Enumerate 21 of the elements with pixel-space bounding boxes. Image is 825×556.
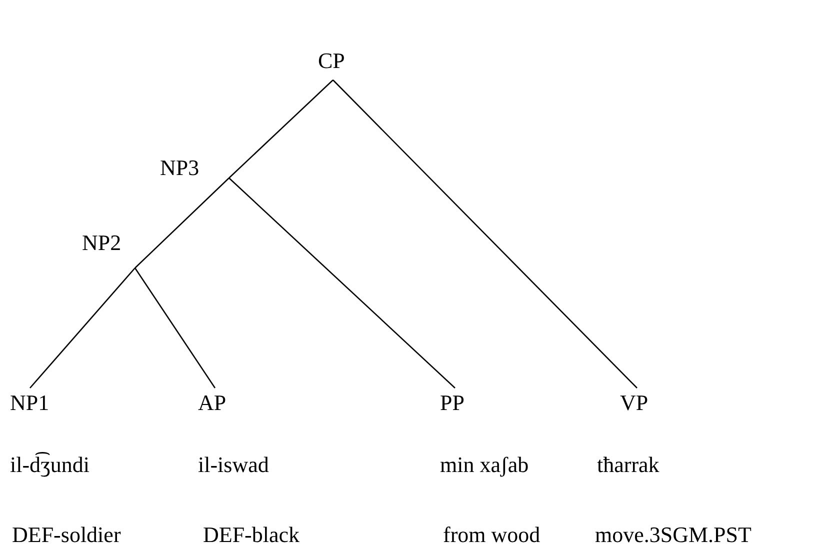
gloss-text: DEF-black	[203, 522, 300, 548]
transcription-text: il-iswad	[198, 452, 269, 478]
phrase-label: NP2	[82, 230, 122, 256]
tree-branch-line	[228, 178, 456, 388]
phrase-label: NP3	[160, 155, 200, 181]
transcription-text: il-d͡ʒundi	[10, 452, 90, 478]
tree-branch-line	[30, 268, 136, 388]
tree-branch-line	[332, 80, 638, 388]
phrase-label: NP1	[10, 390, 50, 416]
gloss-text: move.3SGM.PST	[595, 522, 752, 548]
phrase-label: AP	[198, 390, 226, 416]
phrase-label: VP	[620, 390, 648, 416]
phrase-label: PP	[440, 390, 464, 416]
tree-branch-line	[134, 178, 230, 268]
tree-branch-line	[134, 268, 216, 388]
gloss-text: DEF-soldier	[12, 522, 121, 548]
gloss-text: from wood	[443, 522, 540, 548]
transcription-text: tħarrak	[597, 452, 660, 478]
tree-branch-line	[228, 80, 334, 178]
phrase-label: CP	[318, 48, 345, 74]
transcription-text: min xaʃab	[440, 452, 529, 478]
